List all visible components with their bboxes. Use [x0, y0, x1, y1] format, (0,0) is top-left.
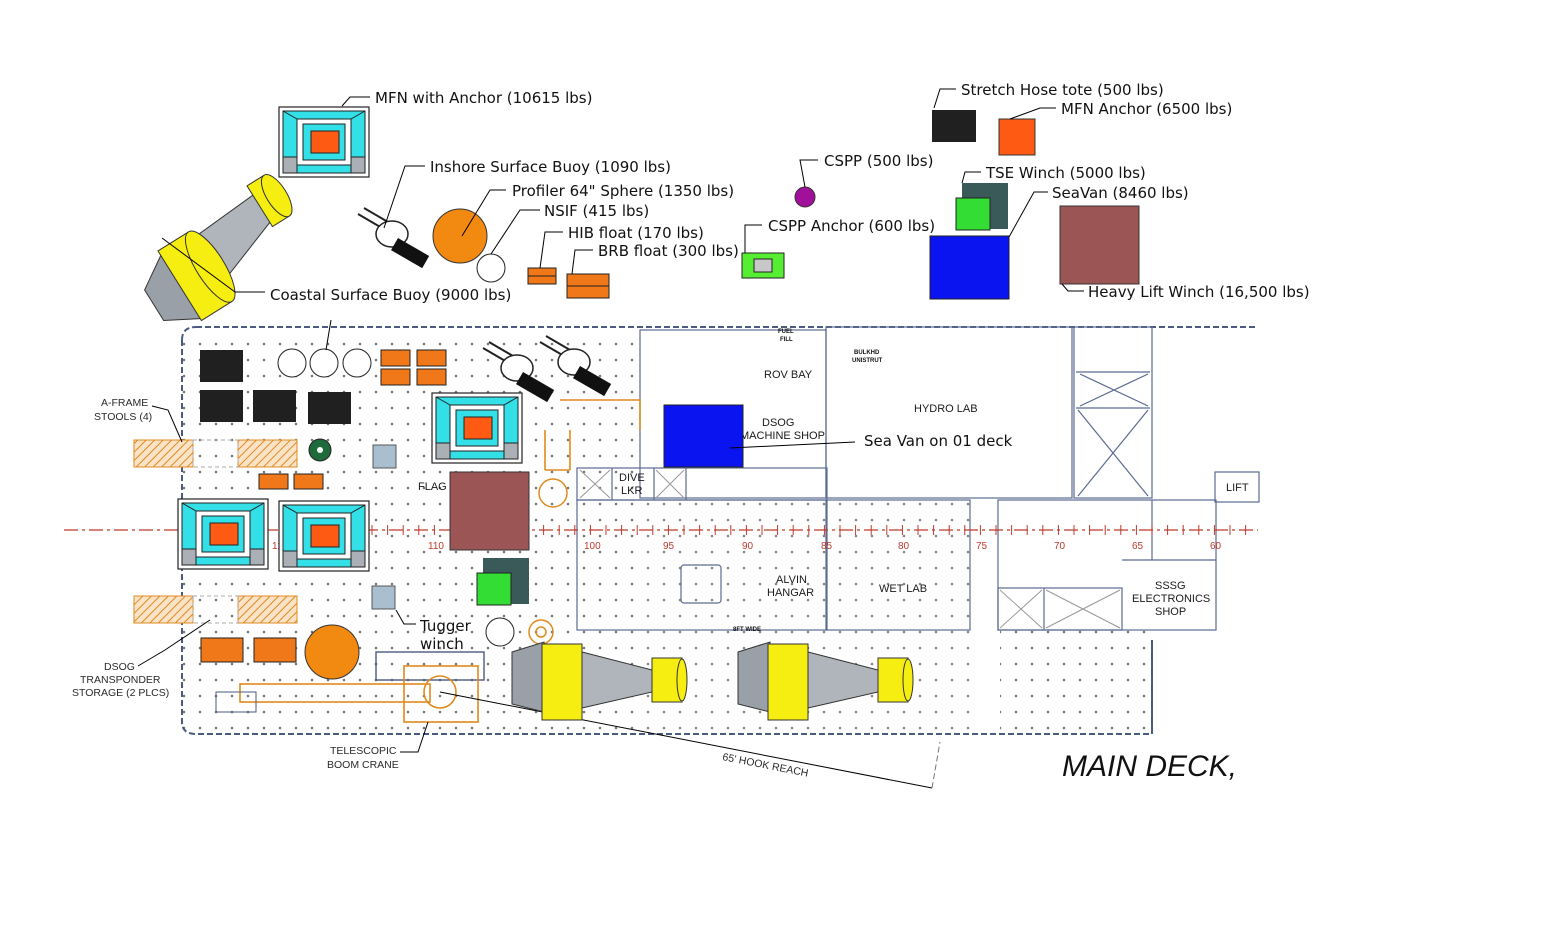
sphere-icon: [432, 208, 488, 264]
mfn-anchor-icon: [278, 106, 370, 178]
label-cspp: CSPP (500 lbs): [824, 152, 933, 170]
label-cspp-anchor: CSPP Anchor (600 lbs): [768, 217, 935, 235]
tugger-winch-icon: [372, 444, 397, 469]
dsog-storage-label: DSOG: [104, 661, 135, 673]
seavan-icon: [663, 404, 744, 468]
label-seavan: SeaVan (8460 lbs): [1052, 184, 1189, 202]
mfn-anchor-icon: [431, 392, 523, 464]
nsif-icon: [485, 617, 515, 647]
bulkhead-label: UNISTRUT: [852, 358, 883, 364]
frame-label: 75: [976, 541, 988, 552]
frame-label: 65: [1132, 541, 1144, 552]
a-frame-stool-icon: [133, 439, 298, 624]
label-mfn-anchor: MFN Anchor (6500 lbs): [1061, 100, 1232, 118]
label-profiler-sphere: Profiler 64" Sphere (1350 lbs): [512, 182, 734, 200]
frame-label: 12: [272, 541, 284, 552]
nsif-icon: [309, 348, 339, 378]
label-stretch-hose-tote: Stretch Hose tote (500 lbs): [961, 81, 1164, 99]
label-mfn-with-anchor: MFN with Anchor (10615 lbs): [375, 89, 592, 107]
fuel-fill-label: FUEL: [778, 329, 794, 335]
frame-label: 90: [742, 541, 754, 552]
tote-icon: [200, 390, 243, 422]
nsif-icon: [476, 253, 506, 283]
telescopic-boom-crane: [215, 651, 485, 723]
page-title: MAIN DECK,: [1062, 750, 1237, 783]
inshore-buoy-icon: [357, 207, 431, 270]
seavan-icon: [929, 235, 1010, 300]
crane-label: TELESCOPIC: [330, 745, 397, 757]
frame-label: 85: [821, 541, 833, 552]
label-inshore-surface-buoy: Inshore Surface Buoy (1090 lbs): [430, 158, 671, 176]
mfn-anchor-icon: [177, 498, 269, 570]
room-sssg-shop: SSSG: [1155, 580, 1186, 592]
mfn-anchor-icon: [278, 500, 370, 572]
label-brb-float: BRB float (300 lbs): [598, 242, 739, 260]
room-rov-bay: ROV BAY: [764, 369, 813, 381]
a-frame-stools-label: STOOLS (4): [94, 411, 152, 423]
tugger-winch-label: winch: [420, 635, 464, 653]
nsif-icon: [277, 348, 307, 378]
label-heavy-lift-winch: Heavy Lift Winch (16,500 lbs): [1088, 283, 1310, 301]
tote-icon: [253, 390, 296, 422]
heavy-lift-winch-icon: [449, 471, 530, 551]
room-wet-lab: WET LAB: [879, 583, 927, 595]
label-hib-float: HIB float (170 lbs): [568, 224, 704, 242]
dsog-storage-label: STORAGE (2 PLCS): [72, 687, 169, 699]
room-hydro-lab: HYDRO LAB: [914, 403, 978, 415]
heavy-lift-winch-icon: [1059, 205, 1140, 285]
float-icon: [200, 349, 447, 663]
dsog-storage-label: TRANSPONDER: [80, 674, 161, 686]
sphere-icon: [304, 624, 360, 680]
mfn-anchor-block-icon: [998, 118, 1036, 156]
room-sssg-shop: SHOP: [1155, 606, 1186, 618]
nsif-icon: [342, 348, 372, 378]
frame-label: 100: [584, 541, 601, 552]
frame-label: 70: [1054, 541, 1066, 552]
cspp-icon: [794, 186, 816, 208]
sea-van-note: Sea Van on 01 deck: [864, 432, 1013, 450]
frame-label: 80: [898, 541, 910, 552]
room-alvin-hangar: HANGAR: [767, 587, 814, 599]
bulkhead-label: BULKHD: [854, 350, 880, 356]
tote-icon: [932, 110, 976, 142]
room-lift: LIFT: [1226, 482, 1249, 494]
tote-icon: [200, 350, 243, 382]
surface-buoy-icon: [737, 641, 914, 721]
room-alvin-hangar: ALVIN: [776, 574, 807, 586]
room-sssg-shop: ELECTRONICS: [1132, 593, 1210, 605]
crane-label: BOOM CRANE: [327, 759, 399, 771]
room-dive-locker: DIVE: [619, 472, 645, 484]
label-nsif: NSIF (415 lbs): [544, 202, 649, 220]
eight-ft-wide-label: 8FT WIDE: [733, 627, 761, 633]
frame-label: 110: [428, 541, 444, 552]
tote-icon: [308, 392, 351, 424]
room-dive-locker: LKR: [621, 485, 642, 497]
room-dsog-shop: DSOG: [762, 417, 794, 429]
surface-buoy-icon: [511, 641, 688, 721]
fuel-fill-label: FILL: [780, 337, 793, 343]
tugger-winch-icon: [371, 585, 396, 610]
room-dsog-shop: MACHINE SHOP: [740, 430, 825, 442]
surface-buoy-icon: [144, 174, 293, 322]
label-tse-winch: TSE Winch (5000 lbs): [985, 164, 1146, 182]
label-coastal-surface-buoy: Coastal Surface Buoy (9000 lbs): [270, 286, 511, 304]
flag-label: FLAG: [418, 481, 447, 493]
frame-label: 60: [1210, 541, 1222, 552]
a-frame-stools-label: A-FRAME: [101, 397, 148, 409]
frame-label: 95: [663, 541, 675, 552]
tugger-winch-label: Tugger: [419, 617, 472, 635]
